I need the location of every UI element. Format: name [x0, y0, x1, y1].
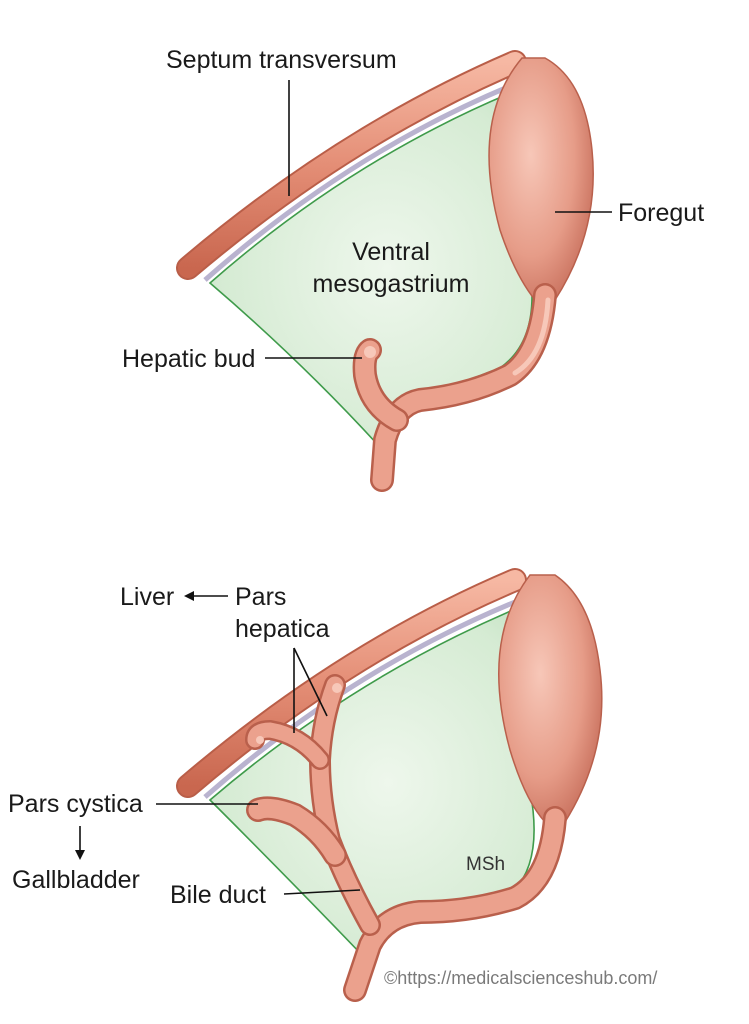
ventral-mesogastrium-label-line2: mesogastrium: [313, 270, 470, 298]
bile-duct-label: Bile duct: [170, 881, 266, 909]
septum-transversum-label: Septum transversum: [166, 46, 397, 74]
bile-duct-leader: [283, 889, 361, 895]
pars-hepatica-leader-2: [293, 647, 328, 717]
ventral-mesogastrium-shape-lower: [208, 608, 535, 957]
bottom-panel: [176, 519, 603, 1002]
septum-lining: [203, 81, 516, 282]
liver-label: Liver: [120, 583, 174, 611]
foregut-label: Foregut: [618, 199, 704, 227]
gallbladder-label: Gallbladder: [12, 866, 140, 894]
top-panel: [176, 0, 594, 492]
copyright-notice: ©https://medicalscienceshub.com/: [384, 968, 657, 988]
pars-cystica-label: Pars cystica: [8, 790, 143, 818]
hepatic-bud-label: Hepatic bud: [122, 345, 255, 373]
ventral-mesogastrium-label-line1: Ventral: [352, 238, 430, 266]
pars-hepatica-label-line2: hepatica: [235, 615, 330, 643]
pars-hepatica-label-line1: Pars: [235, 583, 286, 611]
signature-mark: MSh: [466, 854, 505, 875]
